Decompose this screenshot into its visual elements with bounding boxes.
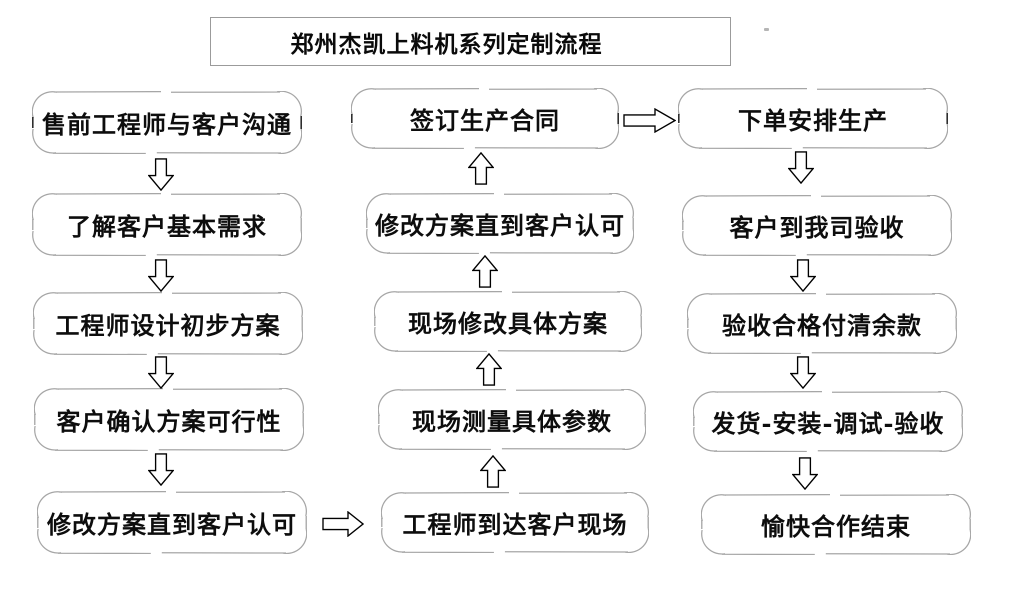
box-label: 发货-安装-调试-验收 [711, 409, 945, 438]
box-label: 下单安排生产 [738, 106, 888, 135]
box-outline [374, 291, 642, 352]
box-label: 现场修改具体方案 [408, 309, 608, 338]
down-arrow-icon [787, 151, 815, 185]
box-outline [678, 88, 948, 149]
flow-box-middle-3: 现场修改具体方案 [374, 291, 642, 352]
box-outline [33, 292, 303, 355]
box-label: 修改方案直到客户认可 [375, 211, 625, 240]
box-outline [682, 195, 952, 256]
box-outline [693, 391, 963, 452]
up-arrow-icon [475, 352, 503, 386]
box-label: 愉快合作结束 [761, 512, 911, 541]
box-label: 签订生产合同 [410, 106, 560, 135]
box-outline [366, 193, 634, 254]
box-label: 修改方案直到客户认可 [47, 510, 297, 539]
box-label: 验收合格付清余款 [722, 311, 922, 340]
flow-box-left-3: 工程师设计初步方案 [33, 292, 303, 355]
flow-box-left-4: 客户确认方案可行性 [34, 388, 304, 451]
box-label: 客户确认方案可行性 [56, 407, 282, 436]
stray-mark [764, 28, 769, 31]
flow-box-right-2: 客户到我司验收 [682, 195, 952, 256]
flow-box-middle-4: 现场测量具体参数 [378, 389, 646, 450]
flow-box-left-2: 了解客户基本需求 [32, 193, 302, 256]
title-box: 郑州杰凯上料机系列定制流程 [210, 17, 731, 66]
down-arrow-icon [147, 356, 175, 390]
flow-box-right-5: 愉快合作结束 [701, 494, 971, 555]
flow-box-right-1: 下单安排生产 [678, 88, 948, 149]
flow-box-right-4: 发货-安装-调试-验收 [693, 391, 963, 452]
box-outline [32, 193, 302, 256]
box-outline [351, 88, 619, 149]
down-arrow-icon [147, 158, 175, 192]
down-arrow-icon [147, 453, 175, 487]
box-outline [32, 91, 302, 154]
box-label: 售前工程师与客户沟通 [42, 110, 292, 139]
box-label: 现场测量具体参数 [412, 407, 612, 436]
down-arrow-icon [147, 259, 175, 293]
down-arrow-icon [789, 259, 817, 293]
box-outline [378, 389, 646, 450]
box-outline [381, 492, 649, 553]
arrow-middle-to-right-icon [623, 107, 677, 134]
up-arrow-icon [479, 454, 507, 488]
flow-box-middle-5: 工程师到达客户现场 [381, 492, 649, 553]
flow-box-left-1: 售前工程师与客户沟通 [32, 91, 302, 154]
box-outline [37, 491, 307, 554]
flow-box-left-5: 修改方案直到客户认可 [37, 491, 307, 554]
down-arrow-icon [789, 356, 817, 390]
box-outline [687, 293, 957, 354]
down-arrow-icon [791, 457, 819, 491]
page-title: 郑州杰凯上料机系列定制流程 [290, 30, 603, 58]
box-outline [34, 388, 304, 451]
flow-box-middle-1: 签订生产合同 [351, 88, 619, 149]
arrow-left-to-middle-icon [322, 510, 365, 538]
box-label: 了解客户基本需求 [67, 212, 267, 241]
up-arrow-icon [471, 254, 499, 288]
box-label: 工程师到达客户现场 [402, 510, 628, 539]
box-label: 客户到我司验收 [729, 213, 905, 242]
flow-box-right-3: 验收合格付清余款 [687, 293, 957, 354]
flow-box-middle-2: 修改方案直到客户认可 [366, 193, 634, 254]
up-arrow-icon [467, 151, 495, 185]
box-outline [701, 494, 971, 555]
box-label: 工程师设计初步方案 [55, 311, 281, 340]
